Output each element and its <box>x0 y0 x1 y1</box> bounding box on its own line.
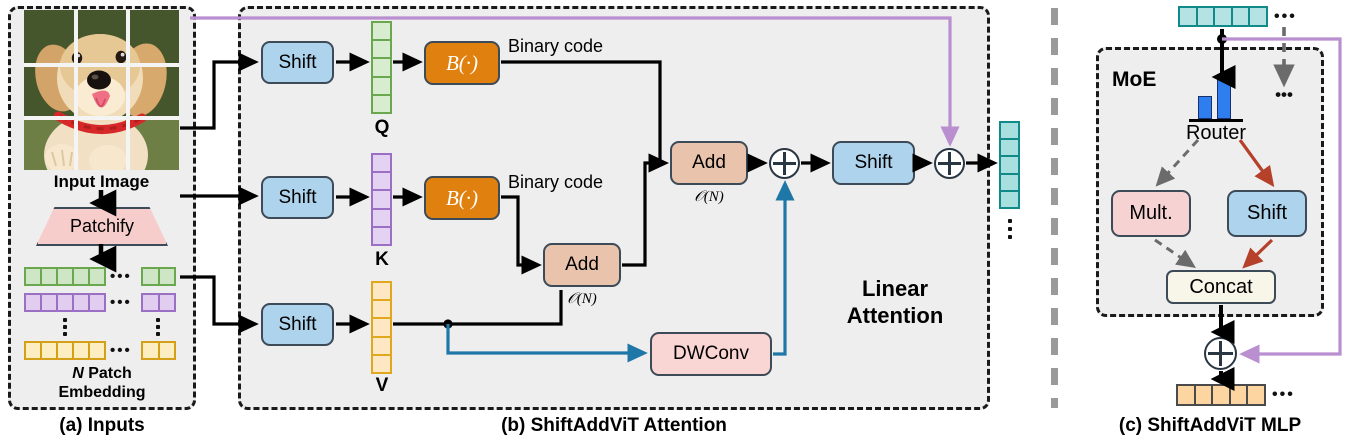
image-patch <box>76 64 127 116</box>
shift-box-q-label: Shift <box>278 51 317 73</box>
binarize-box-q-label: B(·) <box>445 50 479 75</box>
patch-embedding-label: N Patch Embedding <box>12 364 192 402</box>
green-embedding-row <box>24 267 106 286</box>
purple-embedding-row <box>24 293 106 312</box>
attention-output-token-column <box>999 121 1020 209</box>
shift-box-output[interactable]: Shift <box>832 141 915 185</box>
shift-box-v-label: Shift <box>278 313 317 335</box>
attention-add-dwconv-plus-icon <box>769 148 800 179</box>
mult-expert-box[interactable]: Mult. <box>1111 190 1191 237</box>
shift-box-v[interactable]: Shift <box>261 303 334 346</box>
dwconv-box[interactable]: DWConv <box>650 332 772 376</box>
image-patch <box>24 118 74 170</box>
input-image-label: Input Image <box>53 172 150 191</box>
v-label: V <box>375 375 389 396</box>
panel-attention <box>238 6 990 410</box>
moe-label: MoE <box>1112 68 1157 91</box>
binary-code-label-k: Binary code <box>508 172 604 192</box>
attention-residual-plus-icon <box>934 148 965 179</box>
q-token-column <box>371 21 392 114</box>
mlp-output-token-row <box>1176 384 1266 406</box>
linear-attention-label-line2: Attention <box>846 303 944 328</box>
add-box-kv[interactable]: Add <box>543 243 621 287</box>
shift-box-output-label: Shift <box>854 152 893 173</box>
concat-box[interactable]: Concat <box>1166 270 1276 304</box>
patchify-block[interactable]: Patchify <box>36 207 168 246</box>
caption-panel-b: (b) ShiftAddViT Attention <box>501 415 727 436</box>
shift-expert-label: Shift <box>1246 202 1288 224</box>
v-token-column <box>371 281 392 374</box>
embedding-vertical-ellipsis-right <box>155 318 160 336</box>
router-bar-1 <box>1198 96 1212 119</box>
mlp-residual-plus-icon <box>1204 337 1237 370</box>
binary-code-label-q: Binary code <box>508 36 604 56</box>
router-baseline <box>1189 118 1243 122</box>
image-patch <box>129 64 179 116</box>
shift-expert-box[interactable]: Shift <box>1227 190 1307 237</box>
patchify-label: Patchify <box>69 216 135 236</box>
router-label: Router <box>1185 122 1247 144</box>
linear-attention-label-line1: Linear <box>861 276 929 301</box>
attention-output-vertical-ellipsis <box>1007 219 1012 239</box>
image-patch <box>129 10 179 62</box>
k-label: K <box>375 249 389 270</box>
mlp-input-tokens-ellipsis: ••• <box>1274 8 1297 25</box>
yellow-row-ellipsis: ••• <box>110 342 132 359</box>
image-patch <box>76 118 127 170</box>
binarize-box-k-label: B(·) <box>445 185 479 210</box>
mlp-input-token-row <box>1178 6 1268 27</box>
image-patch <box>24 10 74 62</box>
image-patch <box>76 10 127 62</box>
add-box-kv-label: Add <box>565 254 599 275</box>
green-embedding-row-tail <box>141 267 176 286</box>
image-patch <box>129 118 179 170</box>
add-box-qkv[interactable]: Add <box>670 141 748 185</box>
mlp-output-tokens-ellipsis: ••• <box>1272 386 1295 403</box>
binarize-box-k[interactable]: B(·) <box>424 176 500 220</box>
linear-attention-label: Linear Attention <box>805 275 985 329</box>
add-box-qkv-label: Add <box>692 152 726 173</box>
k-token-column <box>371 153 392 246</box>
purple-row-ellipsis: ••• <box>110 294 132 311</box>
dwconv-box-label: DWConv <box>672 343 749 364</box>
panel-divider <box>1051 8 1058 408</box>
shift-box-q[interactable]: Shift <box>261 41 334 84</box>
image-patch <box>24 64 74 116</box>
input-image-patch-grid <box>24 10 179 170</box>
router-histogram-icon <box>1189 77 1243 122</box>
shift-box-k-label: Shift <box>278 186 317 208</box>
yellow-embedding-row-tail <box>141 341 176 360</box>
green-row-ellipsis: ••• <box>110 268 132 285</box>
mult-expert-label: Mult. <box>1129 202 1173 224</box>
shift-box-k[interactable]: Shift <box>261 176 334 219</box>
embedding-vertical-ellipsis-left <box>62 318 67 336</box>
caption-panel-a: (a) Inputs <box>59 415 145 436</box>
add-box-kv-complexity: 𝒪(N) <box>567 291 597 307</box>
patch-embedding-label-line2: Embedding <box>58 384 146 401</box>
q-label: Q <box>374 117 390 138</box>
binarize-box-q[interactable]: B(·) <box>424 41 500 85</box>
patch-embedding-label-line1: N Patch <box>72 365 132 382</box>
add-box-qkv-complexity: 𝒪(N) <box>694 189 724 205</box>
caption-panel-c: (c) ShiftAddViT MLP <box>1118 415 1302 436</box>
concat-label: Concat <box>1189 275 1253 298</box>
purple-embedding-row-tail <box>141 293 176 312</box>
yellow-embedding-row <box>24 341 106 360</box>
router-bar-2 <box>1217 77 1231 119</box>
